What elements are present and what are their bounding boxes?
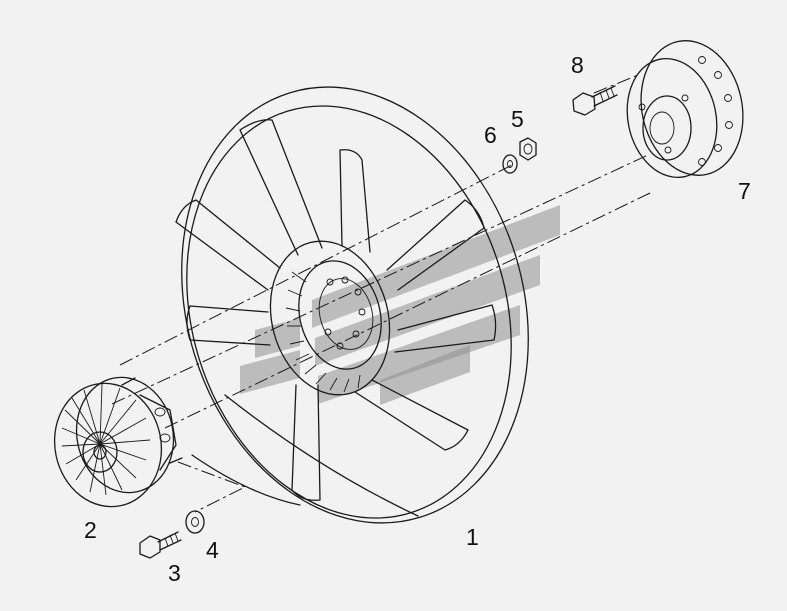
flange: [626, 40, 744, 179]
fan-wheel: [175, 86, 529, 524]
watermark-logo: [240, 205, 560, 405]
callout-6: 6: [484, 122, 497, 148]
washer-upper: [502, 154, 518, 174]
callout-1: 1: [466, 524, 479, 550]
bolt-lower: [139, 531, 182, 559]
assembly-center-lines: [111, 74, 651, 513]
bolt-upper: [572, 85, 618, 116]
callout-7: 7: [738, 178, 751, 204]
fan-clutch: [53, 376, 183, 508]
callout-4: 4: [206, 537, 219, 563]
callout-2: 2: [84, 517, 97, 543]
callout-5: 5: [511, 106, 524, 132]
callout-3: 3: [168, 560, 181, 586]
nut: [519, 137, 537, 161]
callout-8: 8: [571, 52, 584, 78]
washer-lower: [185, 510, 205, 534]
